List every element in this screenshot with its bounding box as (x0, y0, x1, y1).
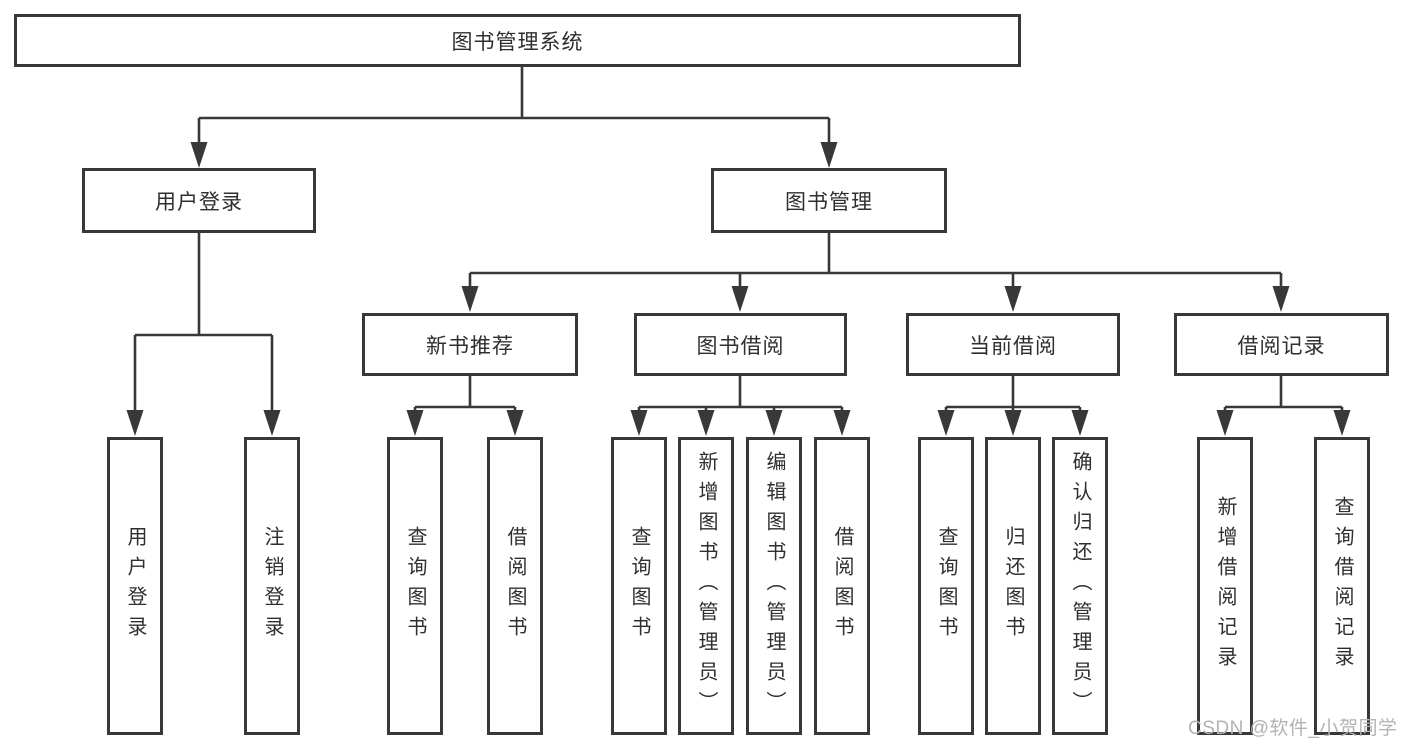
leaf-label: 新增借阅记录 (1214, 496, 1236, 676)
leaf-query-books-current: 查询图书 (918, 437, 974, 735)
leaf-label: 确认归还（管理员） (1069, 451, 1091, 721)
leaf-label: 注销登录 (261, 526, 283, 646)
leaf-borrow-books-recommend: 借阅图书 (487, 437, 543, 735)
leaf-label: 查询借阅记录 (1331, 496, 1353, 676)
node-new-book-recommend: 新书推荐 (362, 313, 578, 376)
node-current-borrow: 当前借阅 (906, 313, 1120, 376)
leaf-label: 查询图书 (628, 526, 650, 646)
leaf-label: 借阅图书 (831, 526, 853, 646)
csdn-watermark: CSDN @软件_小贺同学 (1188, 718, 1398, 739)
leaf-confirm-return-admin: 确认归还（管理员） (1052, 437, 1108, 735)
leaf-label: 编辑图书（管理员） (763, 451, 785, 721)
node-label: 当前借阅 (969, 334, 1057, 358)
leaf-add-borrow-record: 新增借阅记录 (1197, 437, 1253, 735)
leaf-label: 用户登录 (124, 526, 146, 646)
leaf-user-login: 用户登录 (107, 437, 163, 735)
leaf-label: 新增图书（管理员） (695, 451, 717, 721)
leaf-query-borrow-record: 查询借阅记录 (1314, 437, 1370, 735)
node-book-borrow: 图书借阅 (634, 313, 847, 376)
leaf-label: 归还图书 (1002, 526, 1024, 646)
leaf-return-books: 归还图书 (985, 437, 1041, 735)
leaf-query-books-recommend: 查询图书 (387, 437, 443, 735)
node-label: 图书借阅 (696, 334, 785, 358)
leaf-label: 查询图书 (404, 526, 426, 646)
node-label: 新书推荐 (426, 334, 514, 358)
node-book-management: 图书管理 (711, 168, 947, 233)
arrowheads (126, 142, 1351, 436)
leaf-label: 查询图书 (935, 526, 957, 646)
leaf-add-books-admin: 新增图书（管理员） (678, 437, 734, 735)
node-library-management-system: 图书管理系统 (14, 14, 1021, 67)
leaf-label: 借阅图书 (504, 526, 526, 646)
node-label: 图书管理系统 (451, 30, 584, 54)
node-borrow-records: 借阅记录 (1174, 313, 1389, 376)
leaf-query-books: 查询图书 (611, 437, 667, 735)
leaf-logout: 注销登录 (244, 437, 300, 735)
leaf-borrow-books: 借阅图书 (814, 437, 870, 735)
leaf-edit-books-admin: 编辑图书（管理员） (746, 437, 802, 735)
node-label: 借阅记录 (1237, 334, 1326, 358)
node-label: 用户登录 (155, 190, 243, 214)
node-user-login: 用户登录 (82, 168, 316, 233)
node-label: 图书管理 (785, 190, 873, 214)
